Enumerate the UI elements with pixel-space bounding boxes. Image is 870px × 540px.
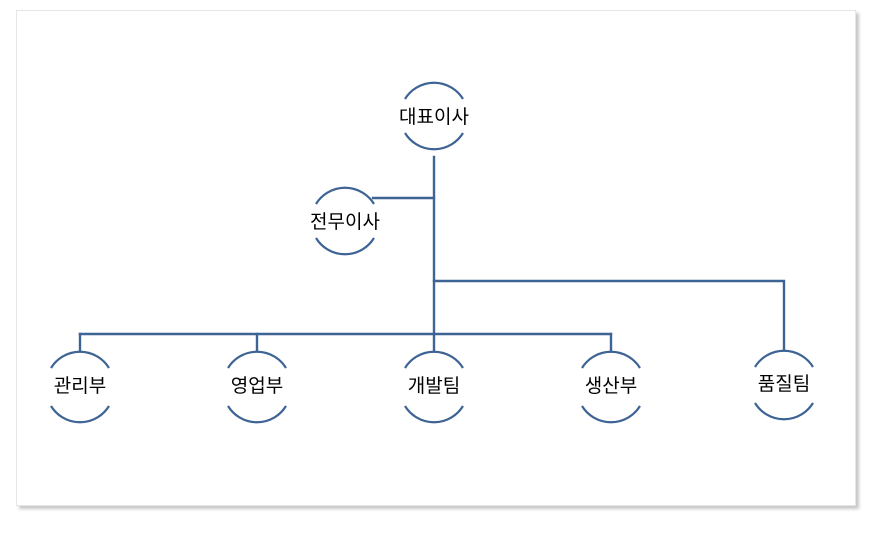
node-qa[interactable]: 품질팀 xyxy=(754,349,814,421)
node-ceo[interactable]: 대표이사 xyxy=(399,81,469,151)
node-sales[interactable]: 영업부 xyxy=(227,350,287,424)
node-md-label: 전무이사 xyxy=(310,211,380,233)
node-sales-label: 영업부 xyxy=(231,375,283,397)
node-admin-label: 관리부 xyxy=(54,375,106,397)
node-admin[interactable]: 관리부 xyxy=(50,350,110,424)
node-dev-bottom-arc xyxy=(404,405,464,424)
node-dev-top-arc xyxy=(404,350,464,369)
node-md-bottom-arc xyxy=(315,237,375,256)
node-prod-label: 생산부 xyxy=(585,375,637,397)
node-prod-bottom-arc xyxy=(581,405,641,424)
node-prod[interactable]: 생산부 xyxy=(581,350,641,424)
node-md-top-arc xyxy=(315,186,375,205)
connector-qa xyxy=(432,279,786,351)
node-ceo-label: 대표이사 xyxy=(399,106,469,128)
node-ceo-top-arc xyxy=(404,81,464,100)
node-md[interactable]: 전무이사 xyxy=(310,186,380,256)
connector-lines xyxy=(78,155,786,352)
node-qa-bottom-arc xyxy=(754,402,814,421)
node-qa-top-arc xyxy=(754,349,814,368)
node-sales-top-arc xyxy=(227,350,287,369)
node-dev-label: 개발팀 xyxy=(408,375,460,397)
node-admin-top-arc xyxy=(50,350,110,369)
node-sales-bottom-arc xyxy=(227,405,287,424)
node-prod-top-arc xyxy=(581,350,641,369)
node-qa-label: 품질팀 xyxy=(758,373,810,395)
node-admin-bottom-arc xyxy=(50,405,110,424)
node-ceo-bottom-arc xyxy=(404,132,464,151)
node-dev[interactable]: 개발팀 xyxy=(404,350,464,424)
diagram-canvas xyxy=(16,10,856,506)
